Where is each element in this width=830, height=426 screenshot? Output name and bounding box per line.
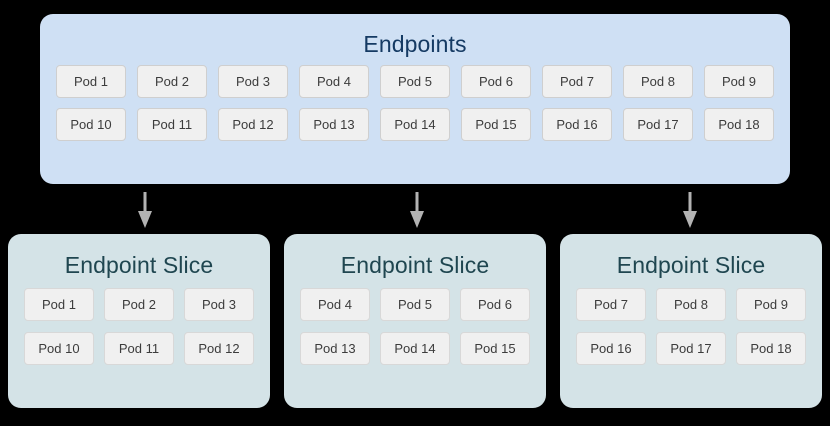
endpoints-pod-row: Pod 10 Pod 11 Pod 12 Pod 13 Pod 14 Pod 1… [40,108,790,141]
pod-chip: Pod 17 [623,108,693,141]
pod-chip: Pod 11 [137,108,207,141]
pod-chip: Pod 2 [104,288,174,321]
pod-chip: Pod 16 [542,108,612,141]
slice-pod-grid: Pod 4 Pod 5 Pod 6 Pod 13 Pod 14 Pod 15 [284,279,546,376]
slice-pod-row: Pod 4 Pod 5 Pod 6 [284,288,546,321]
endpoint-slice-title: Endpoint Slice [616,252,766,278]
pod-chip: Pod 13 [300,332,370,365]
pod-chip: Pod 4 [300,288,370,321]
pod-chip: Pod 16 [576,332,646,365]
slice-pod-row: Pod 16 Pod 17 Pod 18 [560,332,822,365]
pod-chip: Pod 2 [137,65,207,98]
pod-chip: Pod 8 [623,65,693,98]
slice-pod-grid: Pod 1 Pod 2 Pod 3 Pod 10 Pod 11 Pod 12 [8,279,270,376]
slice-pod-grid: Pod 7 Pod 8 Pod 9 Pod 16 Pod 17 Pod 18 [560,279,822,376]
endpoint-slice-title: Endpoint Slice [64,252,214,278]
pod-chip: Pod 5 [380,288,450,321]
slice-pod-row: Pod 13 Pod 14 Pod 15 [284,332,546,365]
pod-chip: Pod 3 [184,288,254,321]
endpoint-slice-panel-3: Endpoint Slice Pod 7 Pod 8 Pod 9 Pod 16 … [560,234,822,408]
endpoints-pod-row: Pod 1 Pod 2 Pod 3 Pod 4 Pod 5 Pod 6 Pod … [40,65,790,98]
endpoints-panel: Endpoints Pod 1 Pod 2 Pod 3 Pod 4 Pod 5 … [40,14,790,184]
pod-chip: Pod 6 [460,288,530,321]
pod-chip: Pod 15 [461,108,531,141]
pod-chip: Pod 9 [704,65,774,98]
pod-chip: Pod 1 [24,288,94,321]
pod-chip: Pod 6 [461,65,531,98]
endpoint-slice-panel-1: Endpoint Slice Pod 1 Pod 2 Pod 3 Pod 10 … [8,234,270,408]
pod-chip: Pod 9 [736,288,806,321]
pod-chip: Pod 14 [380,108,450,141]
pod-chip: Pod 18 [736,332,806,365]
pod-chip: Pod 7 [542,65,612,98]
endpoint-slices-row: Endpoint Slice Pod 1 Pod 2 Pod 3 Pod 10 … [8,234,822,408]
pod-chip: Pod 7 [576,288,646,321]
pod-chip: Pod 18 [704,108,774,141]
pod-chip: Pod 10 [24,332,94,365]
pod-chip: Pod 8 [656,288,726,321]
pod-chip: Pod 4 [299,65,369,98]
endpoints-pod-grid: Pod 1 Pod 2 Pod 3 Pod 4 Pod 5 Pod 6 Pod … [40,59,790,141]
pod-chip: Pod 14 [380,332,450,365]
slice-pod-row: Pod 7 Pod 8 Pod 9 [560,288,822,321]
endpoint-slice-title: Endpoint Slice [340,252,490,278]
pod-chip: Pod 12 [184,332,254,365]
endpoints-title: Endpoints [363,31,467,57]
pod-chip: Pod 11 [104,332,174,365]
pod-chip: Pod 12 [218,108,288,141]
pod-chip: Pod 3 [218,65,288,98]
slice-pod-row: Pod 10 Pod 11 Pod 12 [8,332,270,365]
pod-chip: Pod 17 [656,332,726,365]
pod-chip: Pod 13 [299,108,369,141]
slice-pod-row: Pod 1 Pod 2 Pod 3 [8,288,270,321]
endpoint-slice-panel-2: Endpoint Slice Pod 4 Pod 5 Pod 6 Pod 13 … [284,234,546,408]
pod-chip: Pod 15 [460,332,530,365]
pod-chip: Pod 10 [56,108,126,141]
pod-chip: Pod 5 [380,65,450,98]
down-arrow-icon [410,192,424,228]
down-arrow-icon [683,192,697,228]
pod-chip: Pod 1 [56,65,126,98]
down-arrow-icon [138,192,152,228]
